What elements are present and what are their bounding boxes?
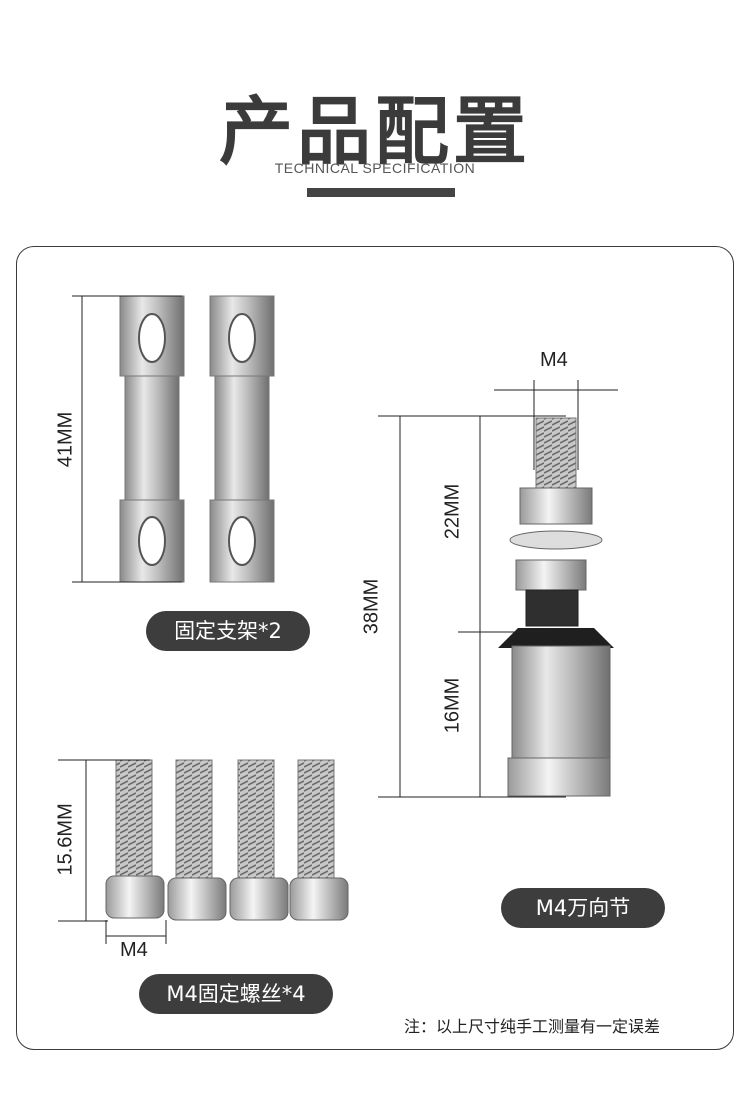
page-subtitle: TECHNICAL SPECIFICATION <box>274 160 476 176</box>
spec-panel <box>16 246 734 1050</box>
universal-joint <box>498 417 614 797</box>
screw-3 <box>229 759 289 921</box>
screw-dimension-lines <box>58 759 167 944</box>
joint-lower-dimension: 16MM <box>441 677 464 734</box>
bracket-right <box>209 295 275 583</box>
screw-length-dimension: 15.6MM <box>54 803 77 876</box>
screw-thread-dimension: M4 <box>120 939 148 961</box>
screw-label: M4固定螺丝*4 <box>139 974 333 1014</box>
measurement-note: 注：以上尺寸纯手工测量有一定误差 <box>404 1017 661 1036</box>
screw-2 <box>167 759 227 921</box>
bracket-height-dimension: 41MM <box>54 411 77 468</box>
page-title: 产品配置 <box>219 89 531 175</box>
screw-1 <box>105 759 165 919</box>
bracket-left <box>119 295 185 583</box>
bracket-label: 固定支架*2 <box>146 611 310 651</box>
joint-upper-dimension: 22MM <box>441 483 464 540</box>
joint-thread-dimension: M4 <box>540 349 568 371</box>
joint-label: M4万向节 <box>501 888 665 928</box>
title-underline-bar <box>307 188 455 197</box>
screw-4 <box>289 759 349 921</box>
joint-total-dimension: 38MM <box>360 578 383 635</box>
joint-dimension-lines <box>378 380 618 798</box>
bracket-dimension-lines <box>72 295 182 583</box>
